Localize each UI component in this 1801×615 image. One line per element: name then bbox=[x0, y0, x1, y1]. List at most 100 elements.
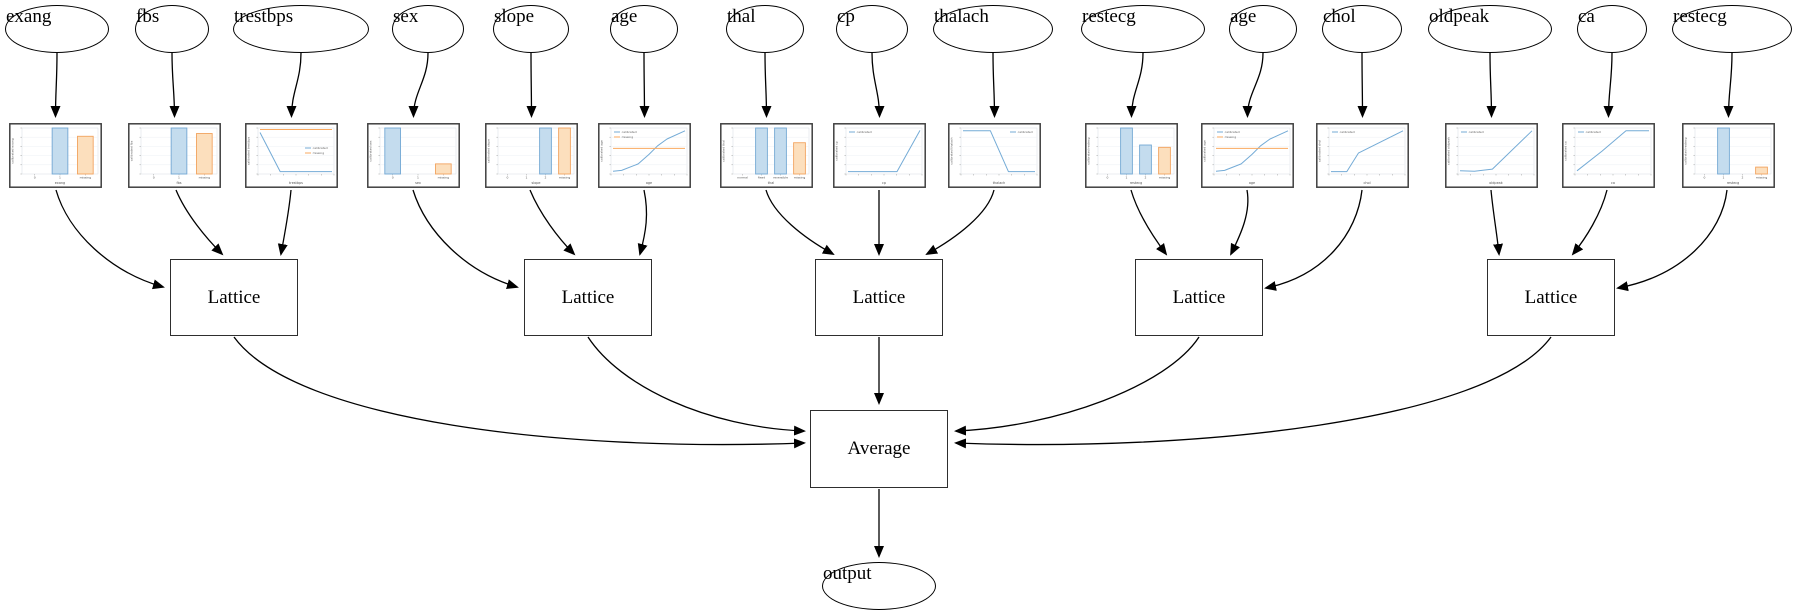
legend-label: calibrated bbox=[1469, 130, 1484, 134]
series-calibrated bbox=[1331, 130, 1404, 173]
x-tick-label: 0 bbox=[153, 175, 155, 179]
x-axis-label: slope bbox=[531, 181, 540, 185]
x-tick-label: 1 bbox=[178, 175, 180, 179]
feature-node-label: slope bbox=[494, 6, 535, 27]
feature-node-12-oldpeak: oldpeak bbox=[1428, 5, 1552, 53]
x-tick-label: missing bbox=[438, 175, 450, 179]
x-tick-label: missing bbox=[1756, 175, 1768, 179]
bar-missing bbox=[77, 135, 94, 175]
edge-feature-to-chart-8 bbox=[989, 52, 1000, 118]
average-node-label: Average bbox=[847, 438, 911, 459]
feature-node-10-age: age bbox=[1229, 5, 1297, 53]
edge-feature-to-chart-7 bbox=[871, 52, 885, 118]
series-calibrated bbox=[1459, 130, 1533, 172]
feature-node-2-trestbps: trestbps bbox=[233, 5, 369, 53]
feature-node-3-sex: sex bbox=[392, 5, 464, 53]
plot-area bbox=[1328, 127, 1406, 175]
bar-missing bbox=[196, 133, 213, 175]
edge-chart-to-lattice-9 bbox=[1130, 189, 1168, 256]
x-tick-label: 1 bbox=[1723, 175, 1725, 179]
feature-node-13-ca: ca bbox=[1577, 5, 1647, 53]
legend-label: missing bbox=[622, 135, 634, 139]
x-axis-label: exang bbox=[55, 181, 65, 185]
x-tick-label: normal bbox=[737, 175, 748, 179]
x-axis-label: age bbox=[1249, 181, 1255, 185]
feature-node-label: oldpeak bbox=[1429, 6, 1490, 27]
edge-chart-to-lattice-10 bbox=[1230, 189, 1249, 256]
x-tick-label: 2 bbox=[1145, 175, 1147, 179]
feature-node-4-slope: slope bbox=[493, 5, 569, 53]
edge-feature-to-chart-0 bbox=[50, 52, 61, 118]
lattice-node-4: Lattice bbox=[1135, 259, 1263, 336]
y-axis-label: calibrated sex bbox=[369, 140, 373, 161]
calibrator-chart-12-oldpeak: calibrated oldpeak oldpeak calibrated bbox=[1445, 123, 1538, 188]
x-tick-label: 0 bbox=[392, 175, 394, 179]
x-axis-label: trestbps bbox=[289, 181, 303, 185]
series-calibrated bbox=[259, 132, 332, 173]
edge-chart-to-lattice-3 bbox=[412, 189, 519, 289]
edge-feature-to-chart-3 bbox=[408, 52, 429, 118]
x-tick-label: 2 bbox=[545, 175, 547, 179]
x-axis-label: restecg bbox=[1130, 181, 1143, 185]
output-node: output bbox=[822, 562, 936, 610]
edge-feature-to-chart-2 bbox=[286, 52, 302, 118]
legend-label: calibrated bbox=[1340, 130, 1355, 134]
plot-area bbox=[845, 127, 923, 175]
legend-label: calibrated bbox=[857, 130, 872, 134]
feature-node-label: age bbox=[611, 6, 638, 27]
feature-node-8-thalach: thalach bbox=[933, 5, 1053, 53]
edge-feature-to-chart-14 bbox=[1723, 52, 1734, 118]
x-tick-label: missing bbox=[1159, 175, 1171, 179]
feature-node-label: cp bbox=[837, 6, 855, 27]
bar-1 bbox=[1717, 127, 1730, 175]
y-axis-label: calibrated thal bbox=[722, 140, 726, 162]
lattice-node-label: Lattice bbox=[207, 286, 261, 308]
feature-node-label: restecg bbox=[1082, 6, 1136, 27]
x-axis-label: ca bbox=[1611, 181, 1615, 185]
feature-node-11-chol: chol bbox=[1322, 5, 1402, 53]
x-axis-label: sex bbox=[415, 181, 421, 185]
legend-label: calibrated bbox=[622, 130, 637, 134]
plot-area bbox=[1694, 127, 1772, 175]
average-node: Average bbox=[810, 410, 948, 488]
edge-feature-to-chart-12 bbox=[1486, 52, 1497, 118]
x-tick-label: missing bbox=[794, 175, 806, 179]
edge-chart-to-lattice-13 bbox=[1571, 189, 1608, 256]
lattice-node-label: Lattice bbox=[852, 286, 906, 308]
bar-missing bbox=[558, 127, 571, 175]
legend-label: calibrated bbox=[313, 146, 328, 150]
x-tick-label: 1 bbox=[417, 175, 419, 179]
feature-node-6-thal: thal bbox=[726, 5, 804, 53]
edge-chart-to-lattice-14 bbox=[1616, 189, 1728, 292]
y-axis-label: calibrated slope bbox=[487, 139, 491, 163]
feature-node-7-cp: cp bbox=[836, 5, 908, 53]
feature-node-label: exang bbox=[6, 6, 52, 27]
bar-missing bbox=[435, 163, 452, 175]
plot-area bbox=[1574, 127, 1652, 175]
y-axis-label: calibrated oldpeak bbox=[1447, 137, 1451, 165]
edge-chart-to-lattice-4 bbox=[529, 189, 576, 256]
y-axis-label: calibrated restecg bbox=[1087, 137, 1091, 164]
bar-missing bbox=[793, 142, 806, 175]
feature-node-label: trestbps bbox=[234, 6, 294, 27]
y-axis-label: calibrated exang bbox=[11, 138, 15, 163]
x-axis-label: oldpeak bbox=[1489, 181, 1502, 185]
bar-missing bbox=[1158, 146, 1171, 175]
x-tick-label: fixed bbox=[758, 175, 765, 179]
x-axis-label: thalach bbox=[993, 181, 1006, 185]
legend-label: calibrated bbox=[1225, 130, 1240, 134]
edge-feature-to-chart-4 bbox=[526, 52, 537, 118]
plot-area bbox=[257, 127, 335, 175]
feature-node-1-fbs: fbs bbox=[135, 5, 209, 53]
plot-area bbox=[610, 127, 688, 175]
feature-node-label: ca bbox=[1578, 6, 1595, 27]
feature-node-0-exang: exang bbox=[5, 5, 109, 53]
x-axis-label: restecg bbox=[1727, 181, 1740, 185]
y-axis-label: calibrated thalach bbox=[950, 137, 954, 164]
